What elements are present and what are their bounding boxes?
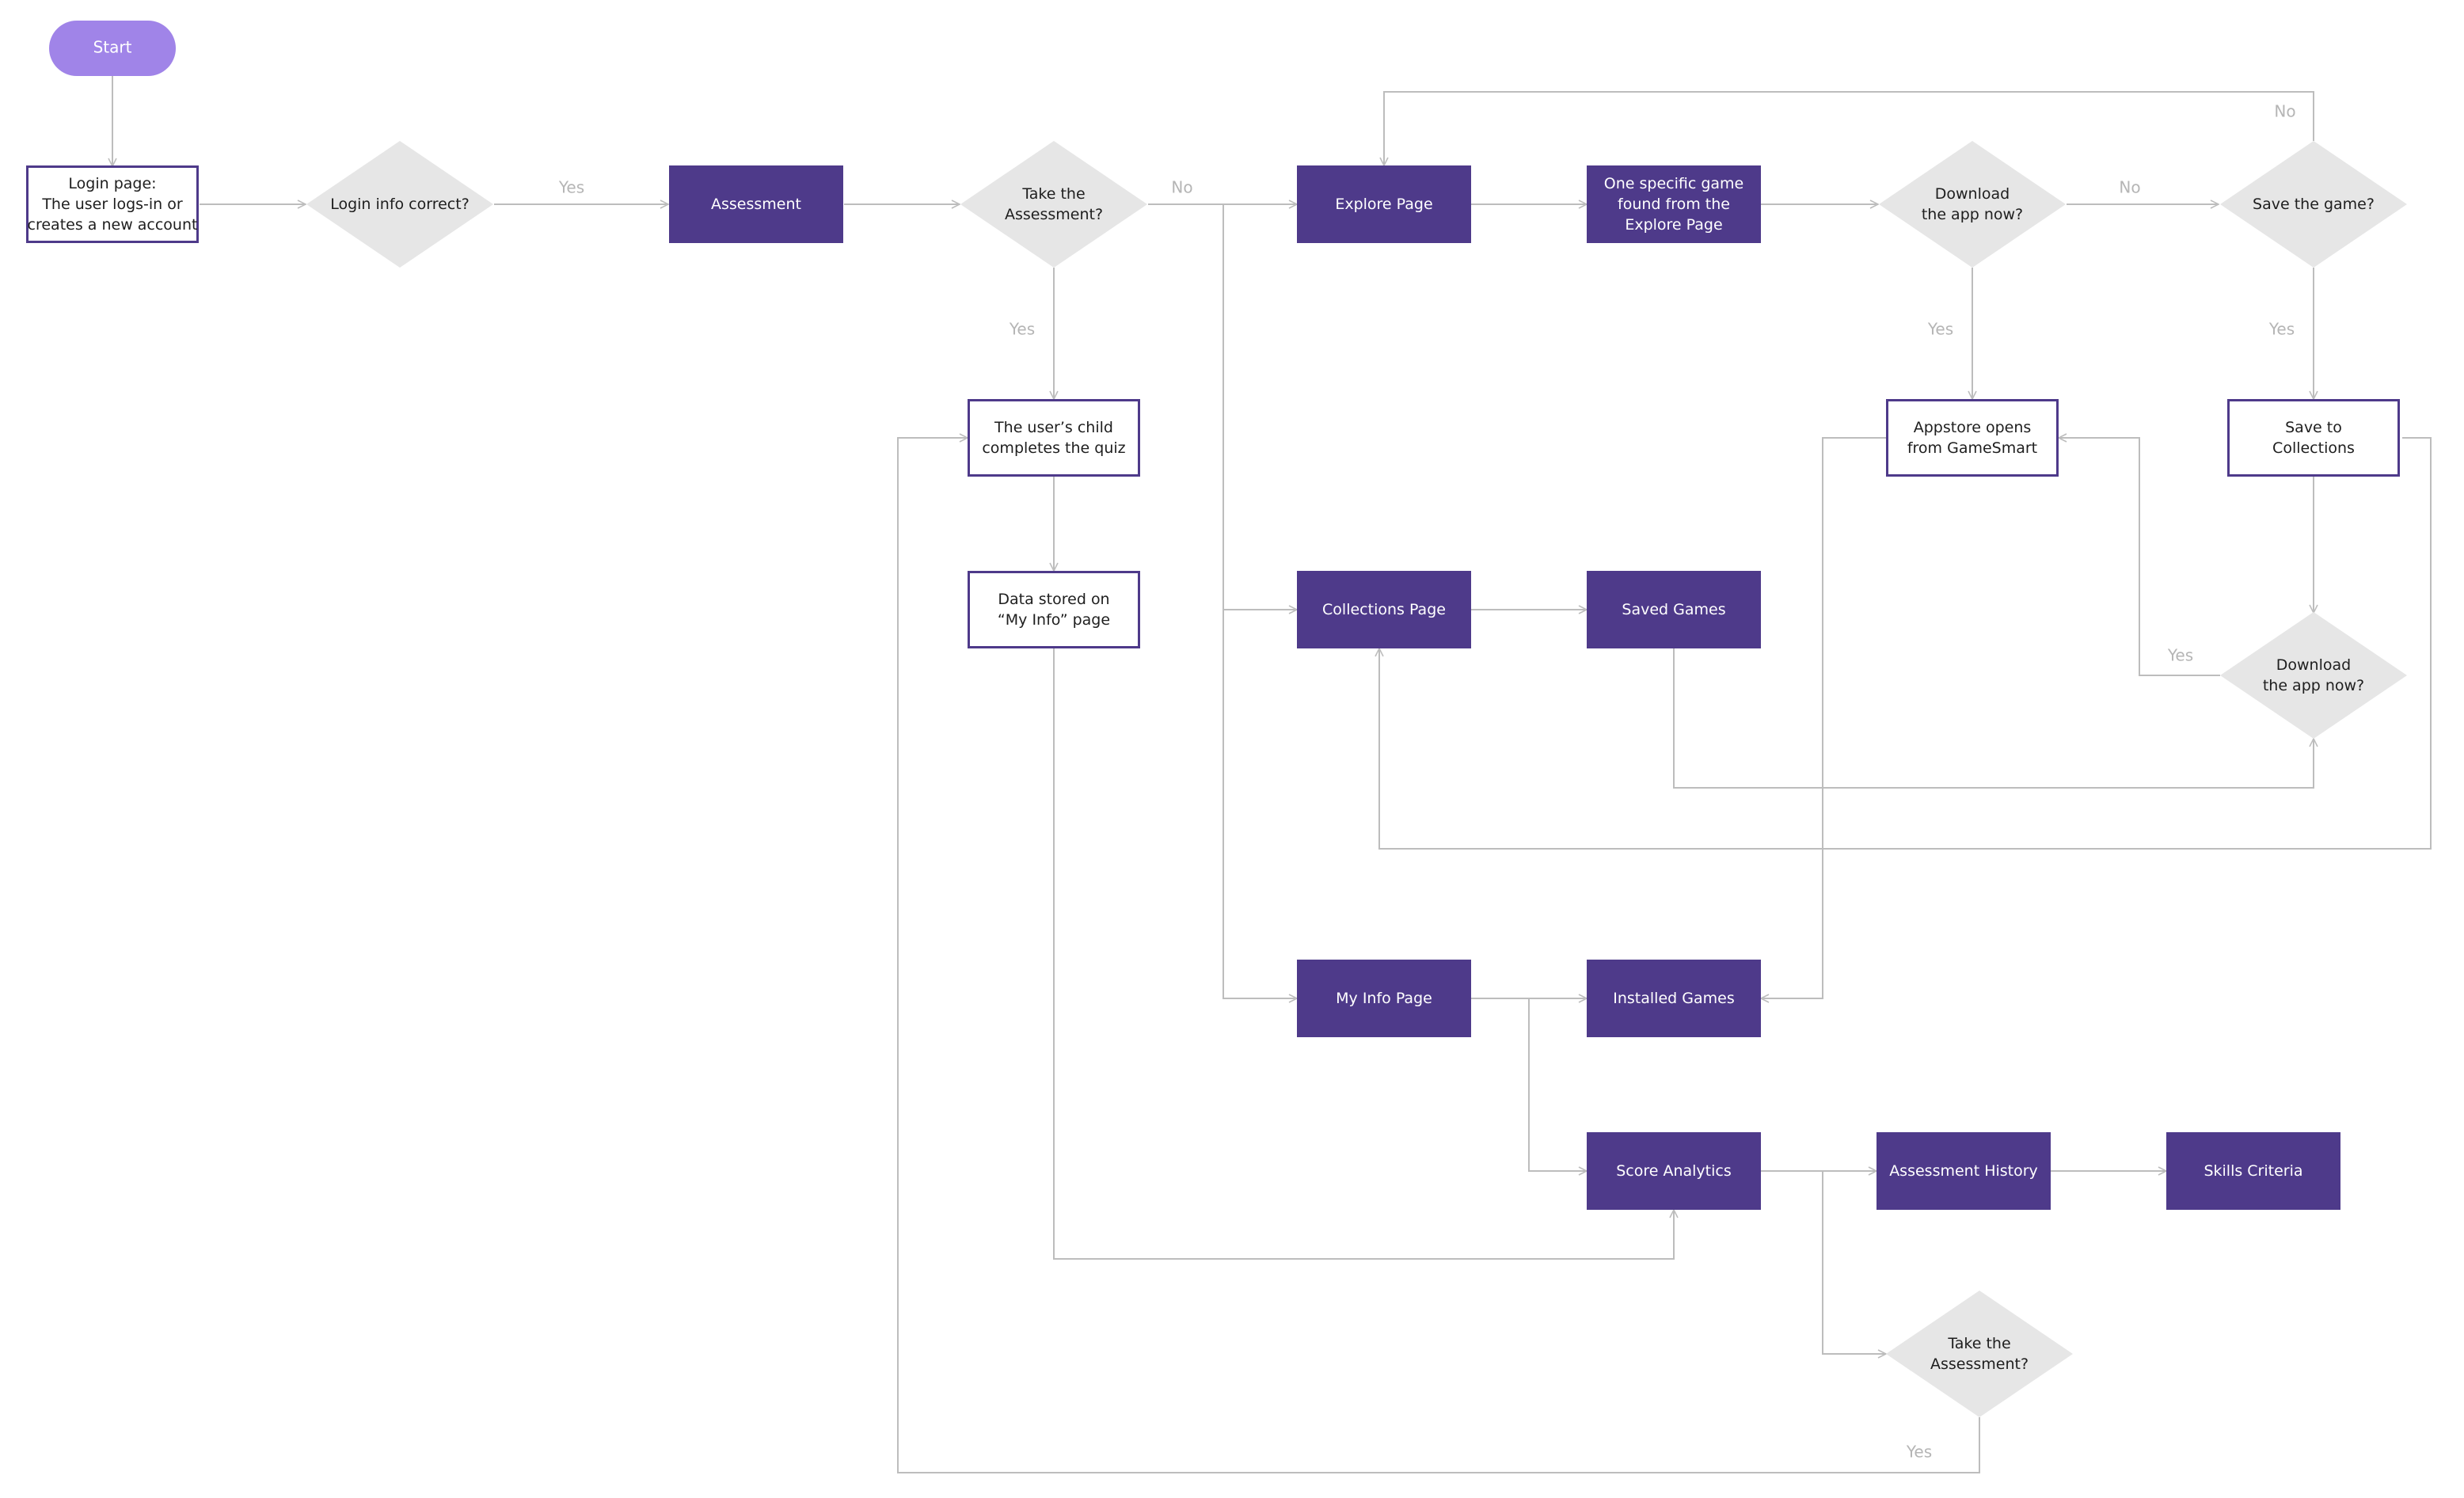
connector-arrow (1384, 91, 2314, 165)
saved-games-box (1587, 571, 1761, 648)
data-stored-node: Data stored on“My Info” page (968, 571, 1140, 648)
assessment-history-box (1877, 1132, 2051, 1210)
start-node: Start (49, 21, 176, 76)
branch-label-download1-no: No (2119, 178, 2140, 197)
my-info-page-node: My Info Page (1297, 960, 1471, 1037)
start-pill (49, 21, 176, 76)
connector-arrow (2059, 438, 2220, 676)
connector-arrow (1528, 998, 1587, 1171)
collections-page-node: Collections Page (1297, 571, 1471, 648)
connector-arrow (1761, 437, 1886, 998)
score-analytics-node: Score Analytics (1587, 1132, 1761, 1210)
assessment-history-label: Assessment History (1889, 1162, 2038, 1180)
data-stored-label: Data stored on“My Info” page (998, 591, 1110, 629)
login-correct-label: Login info correct? (330, 196, 470, 213)
installed-games-box (1587, 960, 1761, 1037)
assessment-box (669, 165, 843, 243)
connector-arrow (1222, 610, 1297, 998)
child-completes-box (968, 399, 1140, 477)
save-game-diamond (2220, 141, 2407, 268)
branch-label-download1-yes: Yes (1927, 320, 1953, 339)
score-analytics-box (1587, 1132, 1761, 1210)
branch-label-save-loop-no: No (2274, 102, 2295, 121)
my-info-page-label: My Info Page (1336, 990, 1432, 1007)
branch-label-download2-yes: Yes (2167, 646, 2193, 665)
branch-label-assess-no: No (1171, 178, 1192, 197)
download-now-2-diamond (2220, 612, 2407, 739)
save-game-label: Save the game? (2253, 196, 2375, 213)
installed-games-node: Installed Games (1587, 960, 1761, 1037)
download-now-1-diamond (1879, 141, 2066, 268)
saved-games-label: Saved Games (1622, 601, 1725, 618)
login-page-box (26, 165, 199, 243)
connector-arrow (1673, 648, 2314, 789)
connector-arrow (897, 438, 1980, 1473)
connector-arrow (1053, 648, 1674, 1260)
login-correct-diamond (306, 141, 493, 268)
connector-arrow (1822, 1171, 1886, 1354)
explore-page-box (1297, 165, 1471, 243)
installed-games-label: Installed Games (1613, 990, 1734, 1007)
save-game-node: Save the game? (2220, 141, 2407, 268)
login-correct-node: Login info correct? (306, 141, 493, 268)
collections-page-box (1297, 571, 1471, 648)
score-analytics-label: Score Analytics (1616, 1162, 1732, 1180)
my-info-page-box (1297, 960, 1471, 1037)
take-assessment-2-diamond (1886, 1291, 2073, 1417)
skills-criteria-node: Skills Criteria (2166, 1132, 2340, 1210)
branch-label-assess2-yes: Yes (1906, 1443, 1932, 1462)
take-assessment-1-diamond (960, 141, 1147, 268)
skills-criteria-box (2166, 1132, 2340, 1210)
saved-games-node: Saved Games (1587, 571, 1761, 648)
branch-label-login-yes: Yes (558, 178, 584, 197)
connector-arrow (1222, 204, 1297, 610)
explore-page-node: Explore Page (1297, 165, 1471, 243)
skills-criteria-label: Skills Criteria (2204, 1162, 2302, 1180)
specific-game-box (1587, 165, 1761, 243)
appstore-opens-box (1886, 399, 2059, 477)
branch-label-save-yes: Yes (2268, 320, 2295, 339)
save-collections-box (2227, 399, 2400, 477)
assessment-node: Assessment (669, 165, 843, 243)
assessment-history-node: Assessment History (1877, 1132, 2051, 1210)
branch-label-assess-yes: Yes (1009, 320, 1035, 339)
start-label: Start (93, 38, 132, 57)
explore-page-label: Explore Page (1335, 196, 1432, 213)
assessment-label: Assessment (711, 196, 801, 213)
collections-page-label: Collections Page (1322, 601, 1446, 618)
data-stored-box (968, 571, 1140, 648)
connector-arrow (1379, 437, 2432, 850)
